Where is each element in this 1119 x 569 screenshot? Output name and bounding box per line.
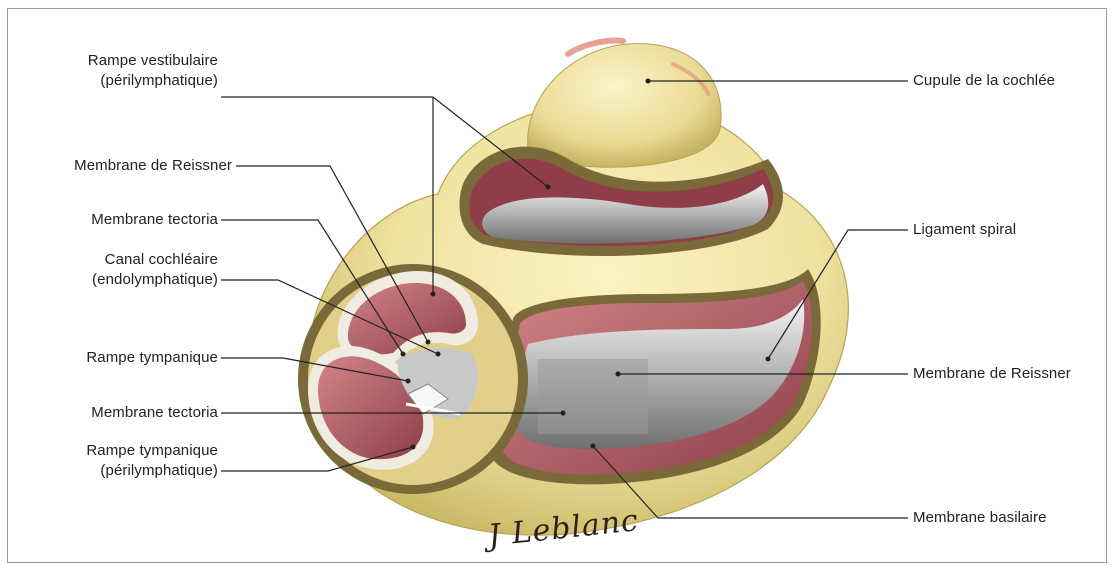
cupule-shape <box>528 44 722 168</box>
label-canal-cochleaire: Canal cochléaire (endolymphatique) <box>28 250 218 290</box>
label-membrane-reissner-right: Membrane de Reissner <box>913 364 1071 384</box>
label-cupule: Cupule de la cochlée <box>913 71 1055 91</box>
label-rampe-vestibulaire: Rampe vestibulaire (périlymphatique) <box>28 51 218 91</box>
label-ligament-spiral: Ligament spiral <box>913 220 1016 240</box>
label-rampe-tympanique-bottom: Rampe tympanique (périlymphatique) <box>28 441 218 481</box>
label-membrane-tectoria-top: Membrane tectoria <box>28 210 218 230</box>
label-rampe-tympanique-top: Rampe tympanique <box>28 348 218 368</box>
label-membrane-reissner-left: Membrane de Reissner <box>8 156 232 176</box>
label-membrane-tectoria-bottom: Membrane tectoria <box>28 403 218 423</box>
label-membrane-basilaire: Membrane basilaire <box>913 508 1047 528</box>
figure-frame: Rampe vestibulaire (périlymphatique) Mem… <box>7 8 1107 563</box>
lower-turn-membrane <box>538 359 648 434</box>
